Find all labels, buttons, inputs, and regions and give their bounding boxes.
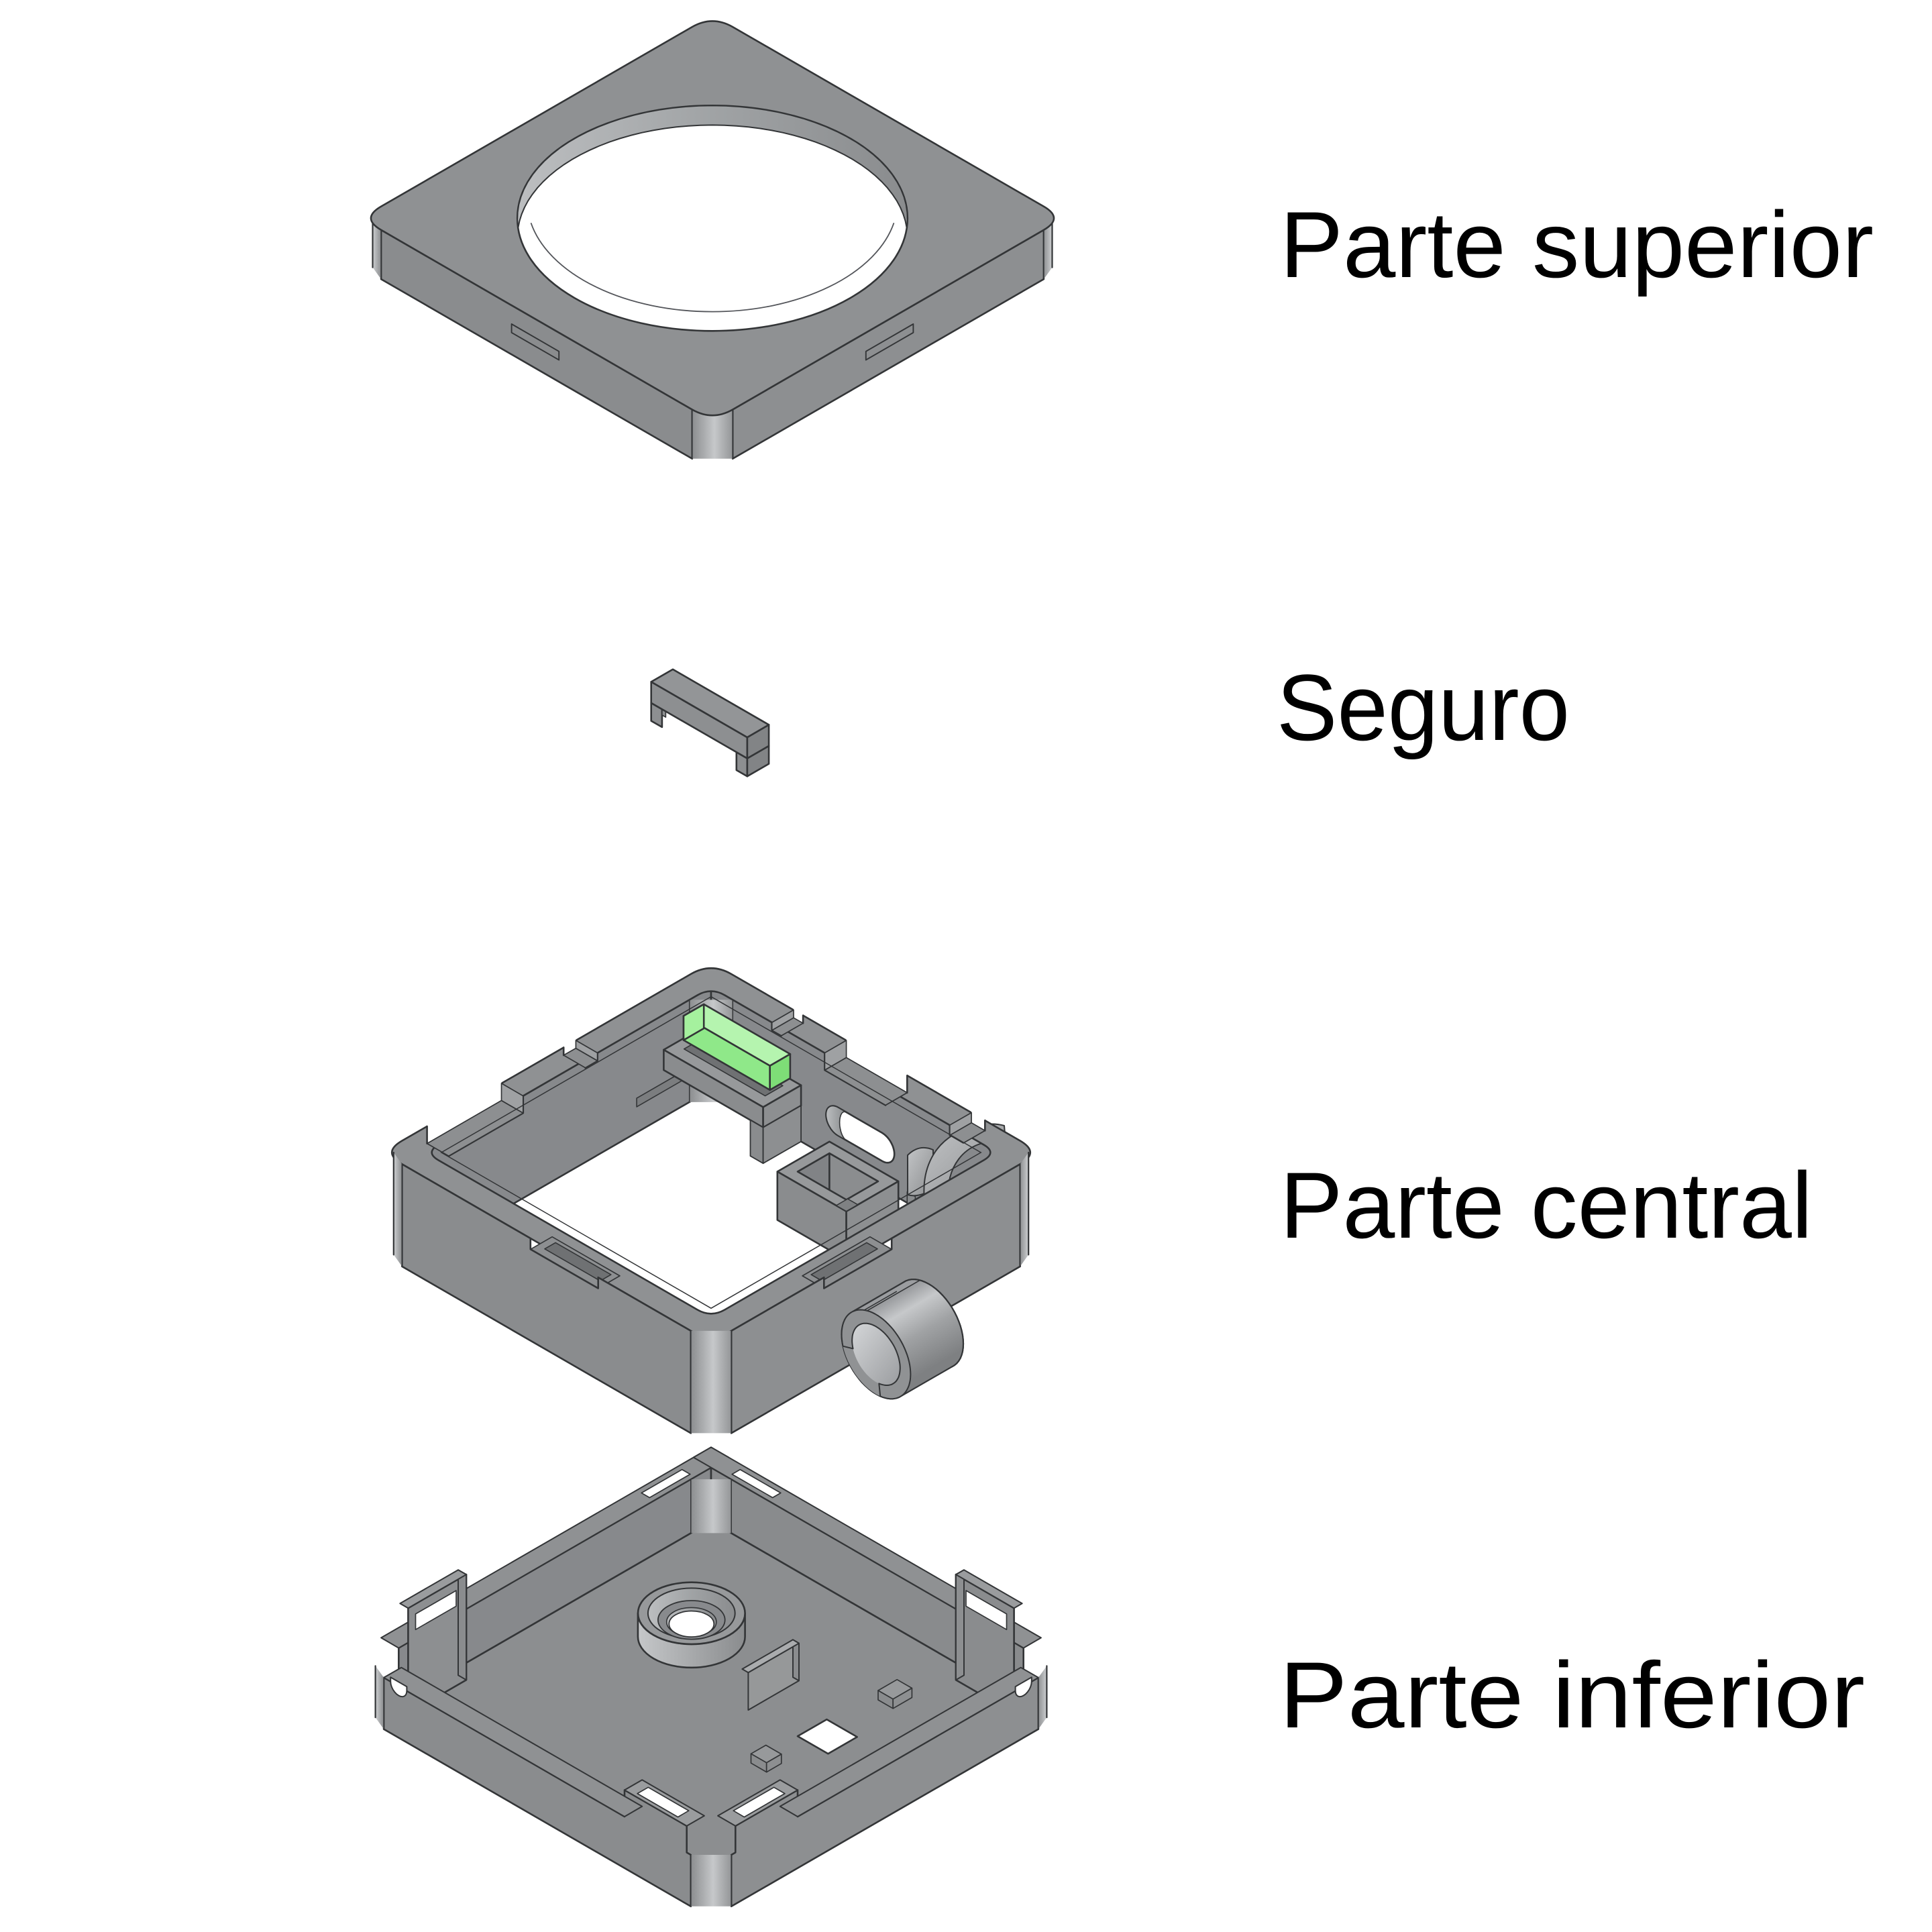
svg-text:Parte central: Parte central	[1280, 1152, 1813, 1258]
svg-text:Parte superior: Parte superior	[1280, 192, 1874, 297]
svg-text:Seguro: Seguro	[1277, 655, 1570, 760]
svg-text:Parte inferior: Parte inferior	[1279, 1642, 1865, 1748]
